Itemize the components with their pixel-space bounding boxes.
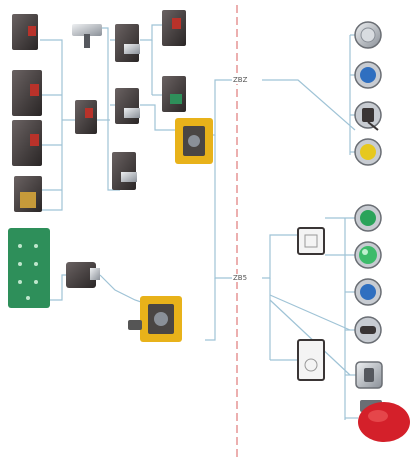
contact-block <box>162 76 186 112</box>
light-block <box>115 88 140 124</box>
key-selector <box>355 102 381 130</box>
operators <box>355 22 410 442</box>
legend-plate-tall <box>298 340 324 380</box>
legend-plate-square <box>298 228 324 254</box>
left-modules <box>12 14 42 212</box>
printed-circuit-board <box>8 228 50 308</box>
metal-pushbutton <box>355 22 381 48</box>
contact-block <box>14 176 42 212</box>
yellow-pushbutton <box>355 139 381 165</box>
light-block <box>115 24 140 62</box>
lower-hub-label: ZB5 <box>232 274 248 282</box>
contact-block <box>12 70 42 116</box>
contact-block <box>162 10 186 46</box>
middle-modules <box>72 10 186 190</box>
lower-connector <box>66 262 100 288</box>
selector-switch <box>355 317 381 343</box>
plug-connector <box>72 24 102 48</box>
mounting-collar-lower <box>128 296 182 342</box>
green-pushbutton <box>355 205 381 231</box>
contact-block <box>75 100 97 134</box>
blue-pushbutton <box>355 279 381 305</box>
upper-hub-label: ZBZ <box>232 76 248 84</box>
key-switch <box>356 362 382 388</box>
contact-block <box>12 14 38 50</box>
green-illuminated-pushbutton <box>355 242 381 268</box>
blue-pushbutton <box>355 62 381 88</box>
mounting-collar-upper <box>175 118 213 164</box>
light-block <box>112 152 137 190</box>
emergency-stop-mushroom <box>358 400 410 442</box>
contact-block <box>12 120 42 166</box>
